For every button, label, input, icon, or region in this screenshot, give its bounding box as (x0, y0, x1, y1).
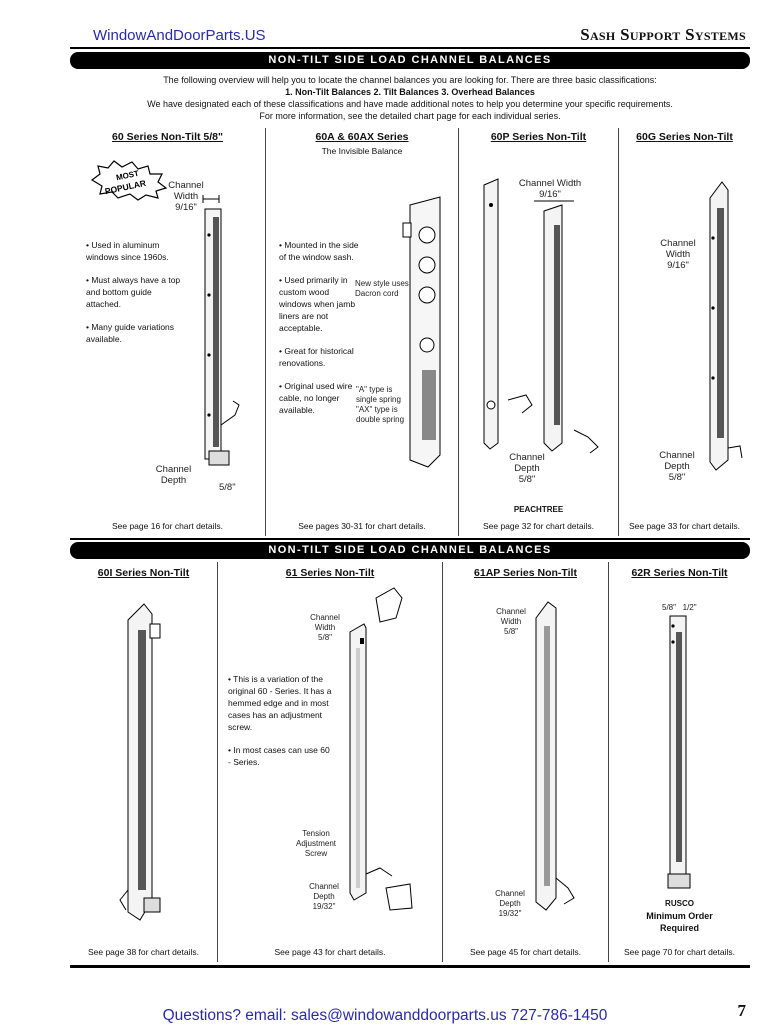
site-link[interactable]: WindowAndDoorParts.US (93, 27, 266, 44)
intro-line-4: For more information, see the detailed c… (259, 111, 561, 121)
note: • Used primarily in custom wood windows … (279, 275, 356, 333)
balance-61-illustration (349, 587, 413, 911)
title-60-series: 60 Series Non-Tilt 5/8" (112, 131, 223, 143)
label-tension-screw: Tension Adjustment Screw (295, 829, 337, 858)
note: • This is a variation of the original 60… (228, 674, 332, 732)
balance-60a-illustration (402, 196, 441, 468)
notes-60a-series: • Mounted in the side of the window sash… (279, 239, 361, 427)
intro-text: The following overview will help you to … (70, 74, 750, 122)
divider (458, 128, 459, 536)
note: • Many guide variations available. (86, 322, 175, 344)
title-60a-series: 60A & 60AX Series (315, 131, 409, 143)
label-channel-depth: Channel Depth 19/32" (309, 882, 339, 911)
label-channel-depth: Channel Depth (155, 464, 192, 486)
title-60g-series: 60G Series Non-Tilt (636, 131, 733, 143)
see-page-32: See page 32 for chart details. (482, 521, 595, 531)
title-60i-series: 60I Series Non-Tilt (97, 567, 190, 579)
balance-60p-illustration (483, 178, 599, 454)
see-page-33: See page 33 for chart details. (628, 521, 741, 531)
divider (608, 562, 609, 962)
notes-60-series: • Used in aluminum windows since 1960s. … (86, 239, 186, 356)
header-rule (70, 47, 750, 49)
minimum-order-note: Minimum Order Required (646, 911, 713, 933)
note: • Great for historical renovations. (279, 346, 354, 368)
divider (618, 128, 619, 536)
section-banner-1: NON-TILT SIDE LOAD CHANNEL BALANCES (70, 52, 750, 69)
balance-60g-illustration (709, 181, 743, 471)
see-page-45: See page 45 for chart details. (469, 947, 582, 957)
maker-rusco: RUSCO (665, 899, 694, 908)
title-61ap-series: 61AP Series Non-Tilt (474, 567, 577, 579)
divider (217, 562, 218, 962)
intro-line-2: 1. Non-Tilt Balances 2. Tilt Balances 3.… (285, 87, 535, 97)
label-depth-value: 5/8" (219, 482, 236, 493)
see-page-16: See page 16 for chart details. (111, 521, 224, 531)
title-62r-series: 62R Series Non-Tilt (631, 567, 728, 579)
label-a-type: "A" type is single spring "AX" type is d… (356, 385, 405, 424)
note: • In most cases can use 60 - Series. (228, 745, 330, 767)
most-popular-stamp: MOST POPULAR (90, 160, 168, 201)
divider (265, 128, 266, 536)
footer-contact[interactable]: Questions? email: sales@windowanddoorpar… (162, 1007, 608, 1024)
divider (442, 562, 443, 962)
note: • Used in aluminum windows since 1960s. (86, 240, 169, 262)
balance-60-illustration (202, 195, 240, 466)
footer-rule (70, 965, 750, 968)
maker-peachtree: PEACHTREE (513, 505, 564, 514)
notes-61-series: • This is a variation of the original 60… (228, 673, 333, 779)
note: • Must always have a top and bottom guid… (86, 275, 181, 309)
brand-title: Sash Support Systems (580, 25, 746, 44)
balance-62r-illustration (667, 615, 691, 889)
see-page-70: See page 70 for chart details. (623, 947, 736, 957)
title-60p-series: 60P Series Non-Tilt (490, 131, 587, 143)
page-number: 7 (737, 1001, 747, 1020)
subtitle-invisible-balance: The Invisible Balance (321, 146, 403, 156)
note: • Original used wire cable, no longer av… (279, 381, 353, 415)
see-pages-30-31: See pages 30-31 for chart details. (298, 521, 426, 531)
section-rule (70, 538, 750, 540)
label-channel-depth: Channel Depth 5/8" (659, 450, 695, 483)
label-channel-depth: Channel Depth 5/8" (509, 452, 545, 485)
section-banner-2: NON-TILT SIDE LOAD CHANNEL BALANCES (70, 542, 750, 559)
label-channel-width: Channel Width 5/8" (310, 613, 340, 642)
label-channel-width: Channel Width 9/16" (518, 178, 582, 200)
label-channel-width: Channel Width 9/16" (660, 238, 696, 271)
intro-line-1: The following overview will help you to … (163, 75, 657, 85)
balance-61ap-illustration (535, 601, 575, 911)
see-page-38: See page 38 for chart details. (87, 947, 200, 957)
title-61-series: 61 Series Non-Tilt (285, 567, 375, 579)
balance-60i-illustration (119, 603, 161, 921)
label-channel-width: Channel Width 5/8" (496, 607, 526, 636)
label-channel-depth: Channel Depth 19/32" (495, 889, 525, 918)
note: • Mounted in the side of the window sash… (279, 240, 359, 262)
intro-line-3: We have designated each of these classif… (147, 99, 673, 109)
see-page-43: See page 43 for chart details. (274, 947, 386, 957)
label-channel-width: Channel Width 9/16" (168, 180, 204, 213)
label-new-style: New style uses Dacron cord (355, 279, 409, 298)
label-dimensions: 5/8" 1/2" (662, 603, 697, 612)
